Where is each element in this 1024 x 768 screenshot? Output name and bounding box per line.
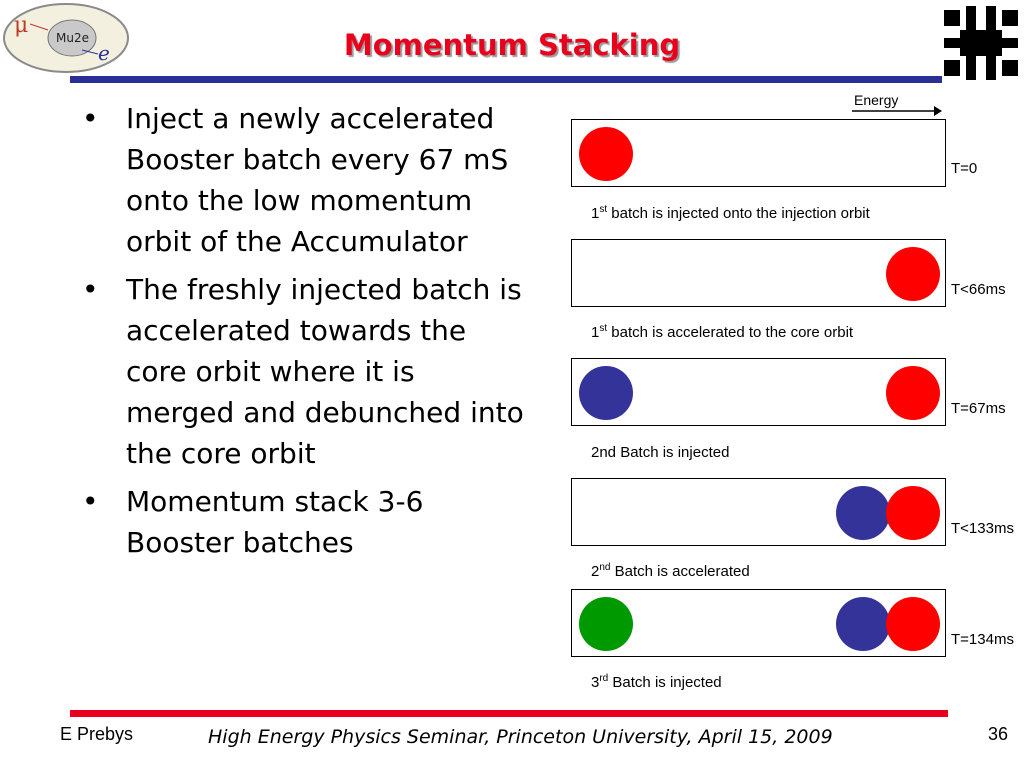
bullet-dot-icon: • — [82, 273, 99, 306]
orbit-box-step-4 — [571, 478, 946, 546]
time-label: T=67ms — [951, 400, 1006, 417]
bullet-dot-icon: • — [82, 485, 99, 518]
time-label: T=134ms — [951, 631, 1014, 648]
batch-3-ball — [579, 597, 633, 651]
bullet-item: • Momentum stack 3-6 Booster batches — [80, 481, 530, 563]
svg-text:e: e — [98, 41, 110, 65]
orbit-box-step-5 — [571, 589, 946, 657]
time-label: T<66ms — [951, 281, 1006, 298]
step-caption: 1st batch is accelerated to the core orb… — [591, 323, 854, 341]
time-label: T<133ms — [951, 520, 1014, 537]
footer-author: E Prebys — [60, 724, 134, 744]
page-number: 36 — [988, 724, 1009, 744]
batch-2-ball — [836, 597, 890, 651]
orbit-box-step-3 — [571, 358, 946, 426]
bullet-text: Inject a newly accelerated Booster batch… — [126, 102, 509, 258]
mu2e-logo: μ e Mu2e — [3, 3, 129, 73]
bullet-dot-icon: • — [82, 102, 99, 135]
bullet-item: • The freshly injected batch is accelerat… — [80, 269, 530, 474]
footer-venue: High Energy Physics Seminar, Princeton U… — [208, 726, 833, 748]
slide-title: Momentum Stacking — [343, 28, 681, 62]
bullet-list: • Inject a newly accelerated Booster batc… — [80, 98, 530, 570]
orbit-box-step-1 — [571, 119, 946, 187]
batch-1-ball — [886, 486, 940, 540]
bullet-item: • Inject a newly accelerated Booster batc… — [80, 98, 530, 262]
batch-1-ball — [886, 597, 940, 651]
batch-1-ball — [579, 127, 633, 181]
step-caption: 2nd Batch is accelerated — [591, 562, 750, 580]
energy-axis-label: Energy — [854, 92, 899, 108]
svg-text:μ: μ — [14, 13, 28, 38]
batch-2-ball — [836, 486, 890, 540]
mu2e-logo-text: Mu2e — [56, 31, 89, 45]
step-caption: 2nd Batch is injected — [591, 444, 730, 461]
batch-1-ball — [886, 247, 940, 301]
step-caption: 1st batch is injected onto the injection… — [591, 204, 870, 222]
batch-1-ball — [886, 366, 940, 420]
step-caption: 3rd Batch is injected — [591, 673, 722, 691]
time-label: T=0 — [951, 160, 978, 177]
bullet-text: The freshly injected batch is accelerate… — [126, 273, 524, 470]
arrow-right-icon — [852, 106, 942, 116]
footer-divider — [70, 710, 948, 717]
title-divider — [70, 76, 942, 83]
fermilab-logo — [944, 6, 1018, 80]
bullet-text: Momentum stack 3-6 Booster batches — [126, 485, 424, 559]
orbit-box-step-2 — [571, 239, 946, 307]
batch-2-ball — [579, 366, 633, 420]
